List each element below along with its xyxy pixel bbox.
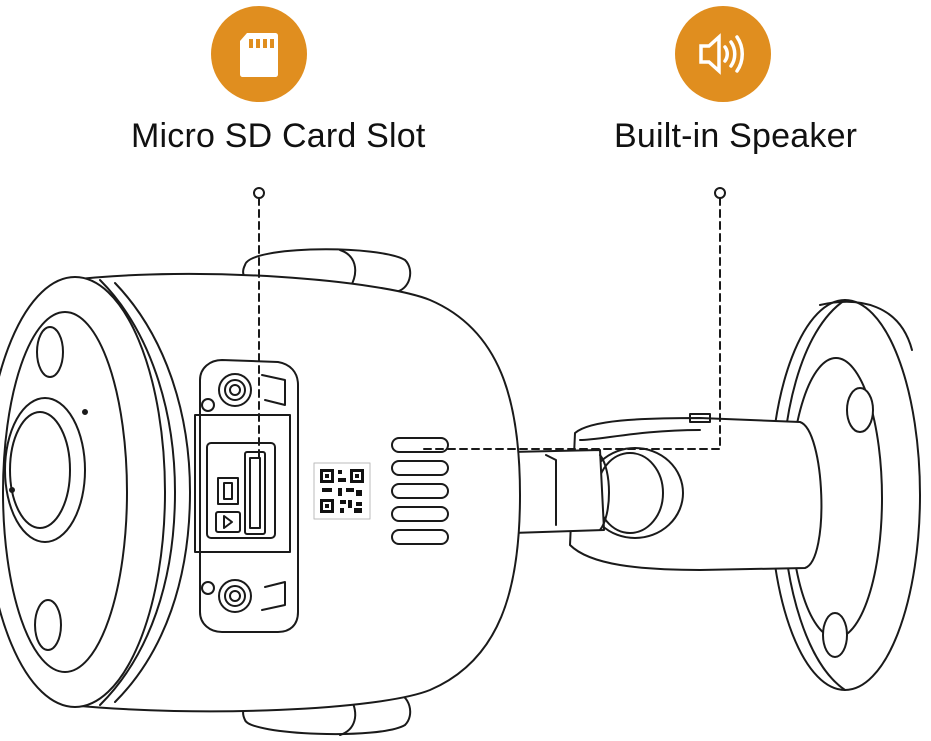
sd-card-leader-line (253, 187, 265, 459)
speaker-grille (391, 437, 449, 545)
speaker-badge (675, 6, 771, 102)
sd-card-icon (240, 33, 278, 77)
sd-card-panel (194, 359, 299, 633)
built-in-speaker-label: Built-in Speaker (614, 117, 858, 155)
speaker-leader-line (421, 187, 726, 450)
mount-arm (509, 413, 823, 571)
speaker-icon (699, 33, 744, 75)
qr-code (313, 462, 371, 520)
sd-card-badge (211, 6, 307, 102)
sd-card-slot-label: Micro SD Card Slot (131, 117, 426, 155)
